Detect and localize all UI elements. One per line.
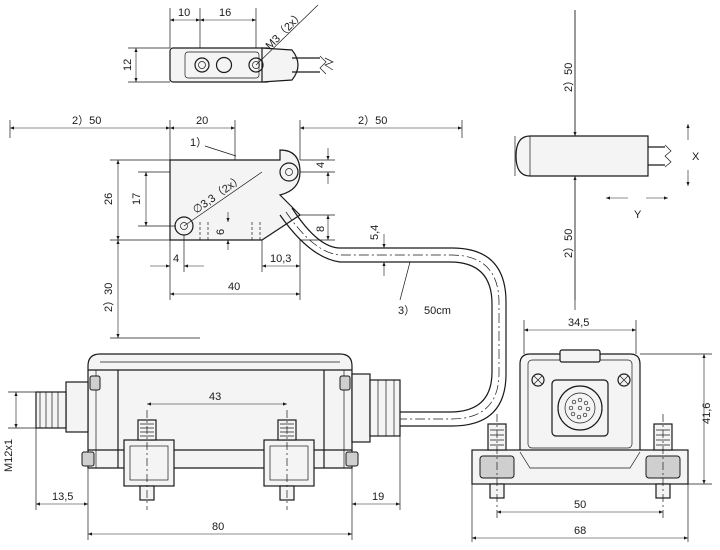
top-view: 10 16 12 M3（2x）: [122, 4, 334, 83]
clearance-top-label: 2）50: [562, 63, 575, 92]
dim-50-label: 50: [574, 499, 586, 511]
dim-12-label: 12: [122, 59, 134, 71]
side-view: 2）50 20 2）50 1） 26 17 4: [9, 114, 507, 427]
dim-34-5-label: 34,5: [568, 317, 589, 329]
dim-6-label: 6: [215, 229, 227, 235]
dim-40-label: 40: [228, 281, 240, 293]
width-20-label: 20: [196, 115, 208, 127]
cable-length-label: 50cm: [424, 305, 451, 317]
clearance-left-label: 2）50: [72, 114, 101, 127]
axis-y-label: Y: [634, 209, 642, 221]
dim-13-5-label: 13,5: [52, 491, 73, 503]
cable-callout-label: 3）: [398, 304, 415, 317]
dim-17-label: 17: [131, 193, 143, 205]
clearance-right-label: 2）50: [358, 114, 387, 127]
dim-4-top-label: 4: [315, 162, 327, 168]
dim-41-6-label: 41,6: [701, 403, 713, 424]
end-view: 2）50 2）50 X Y: [514, 10, 700, 310]
callout-1-label: 1）: [190, 136, 207, 149]
dim-10-label: 10: [178, 7, 190, 19]
thread-m12-label: M12x1: [3, 439, 15, 472]
clearance-bottom-label: 2）30: [102, 283, 115, 312]
dim-5-4-label: 5,4: [369, 225, 381, 240]
dim-80-label: 80: [212, 521, 224, 533]
dim-43-label: 43: [209, 391, 221, 403]
dim-19-label: 19: [372, 491, 384, 503]
front-view: 43 M12x1 13,5 19 80: [3, 353, 401, 540]
axis-x-label: X: [692, 151, 700, 163]
dim-10-3-label: 10,3: [270, 253, 291, 265]
dim-16-label: 16: [219, 7, 231, 19]
dim-8-label: 8: [315, 226, 327, 232]
dim-68-label: 68: [574, 525, 586, 537]
thread-m3-label: M3（2x）: [263, 8, 307, 52]
right-view: 34,5 41,6 50 68: [471, 317, 713, 542]
dim-26-label: 26: [103, 193, 115, 205]
clearance-bottom-end-label: 2）50: [562, 229, 575, 258]
dim-4-bottom-label: 4: [173, 253, 179, 265]
